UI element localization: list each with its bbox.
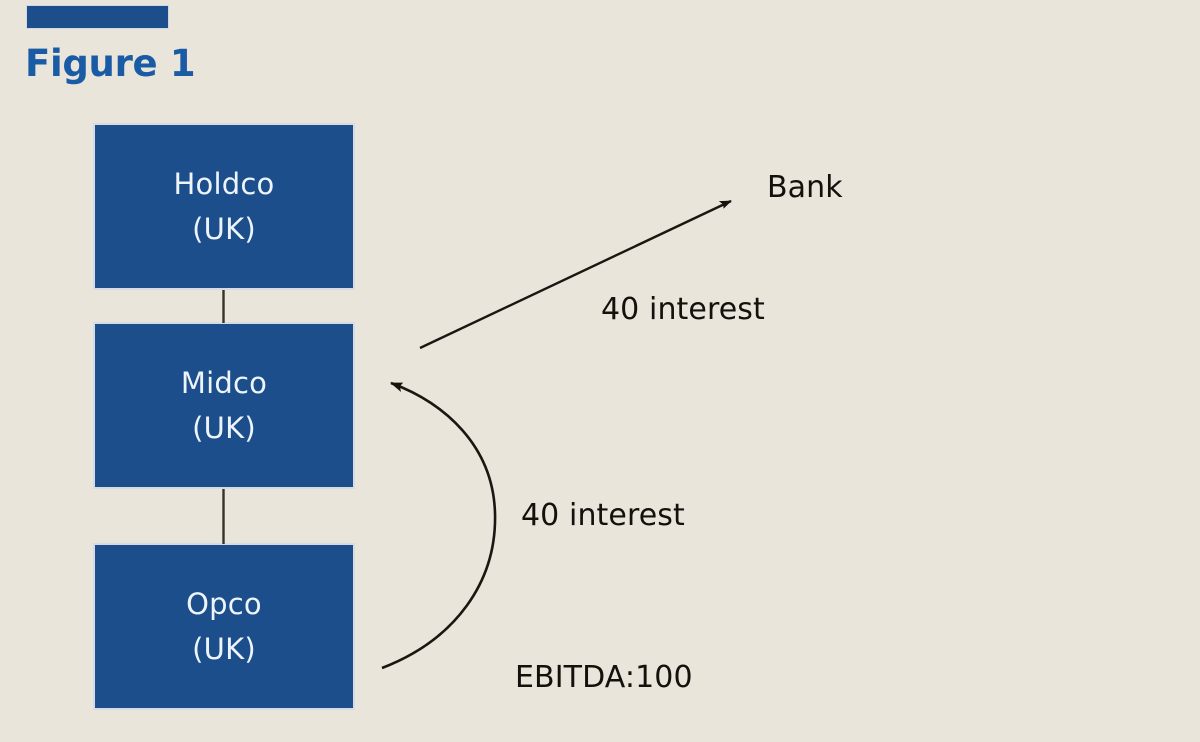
metric-label-ebitda: EBITDA:100 (515, 660, 693, 695)
entity-box-holdco: Holdco (UK) (93, 123, 355, 290)
flow-label-opco-to-midco: 40 interest (521, 498, 685, 533)
flow-label-midco-to-bank: 40 interest (601, 292, 765, 327)
entity-name-midco: Midco (180, 366, 268, 401)
arrow-opco-to-midco (381, 381, 497, 670)
entity-jurisdiction-holdco: (UK) (192, 211, 256, 246)
external-party-bank: Bank (767, 170, 843, 205)
entity-box-midco: Midco (UK) (93, 322, 355, 489)
entity-name-opco: Opco (186, 587, 262, 622)
figure-title: Figure 1 (25, 42, 196, 85)
entity-jurisdiction-midco: (UK) (192, 410, 256, 445)
title-accent-bar (26, 5, 169, 29)
entity-name-holdco: Holdco (173, 167, 275, 202)
entity-jurisdiction-opco: (UK) (192, 631, 256, 666)
entity-box-opco: Opco (UK) (93, 543, 355, 710)
